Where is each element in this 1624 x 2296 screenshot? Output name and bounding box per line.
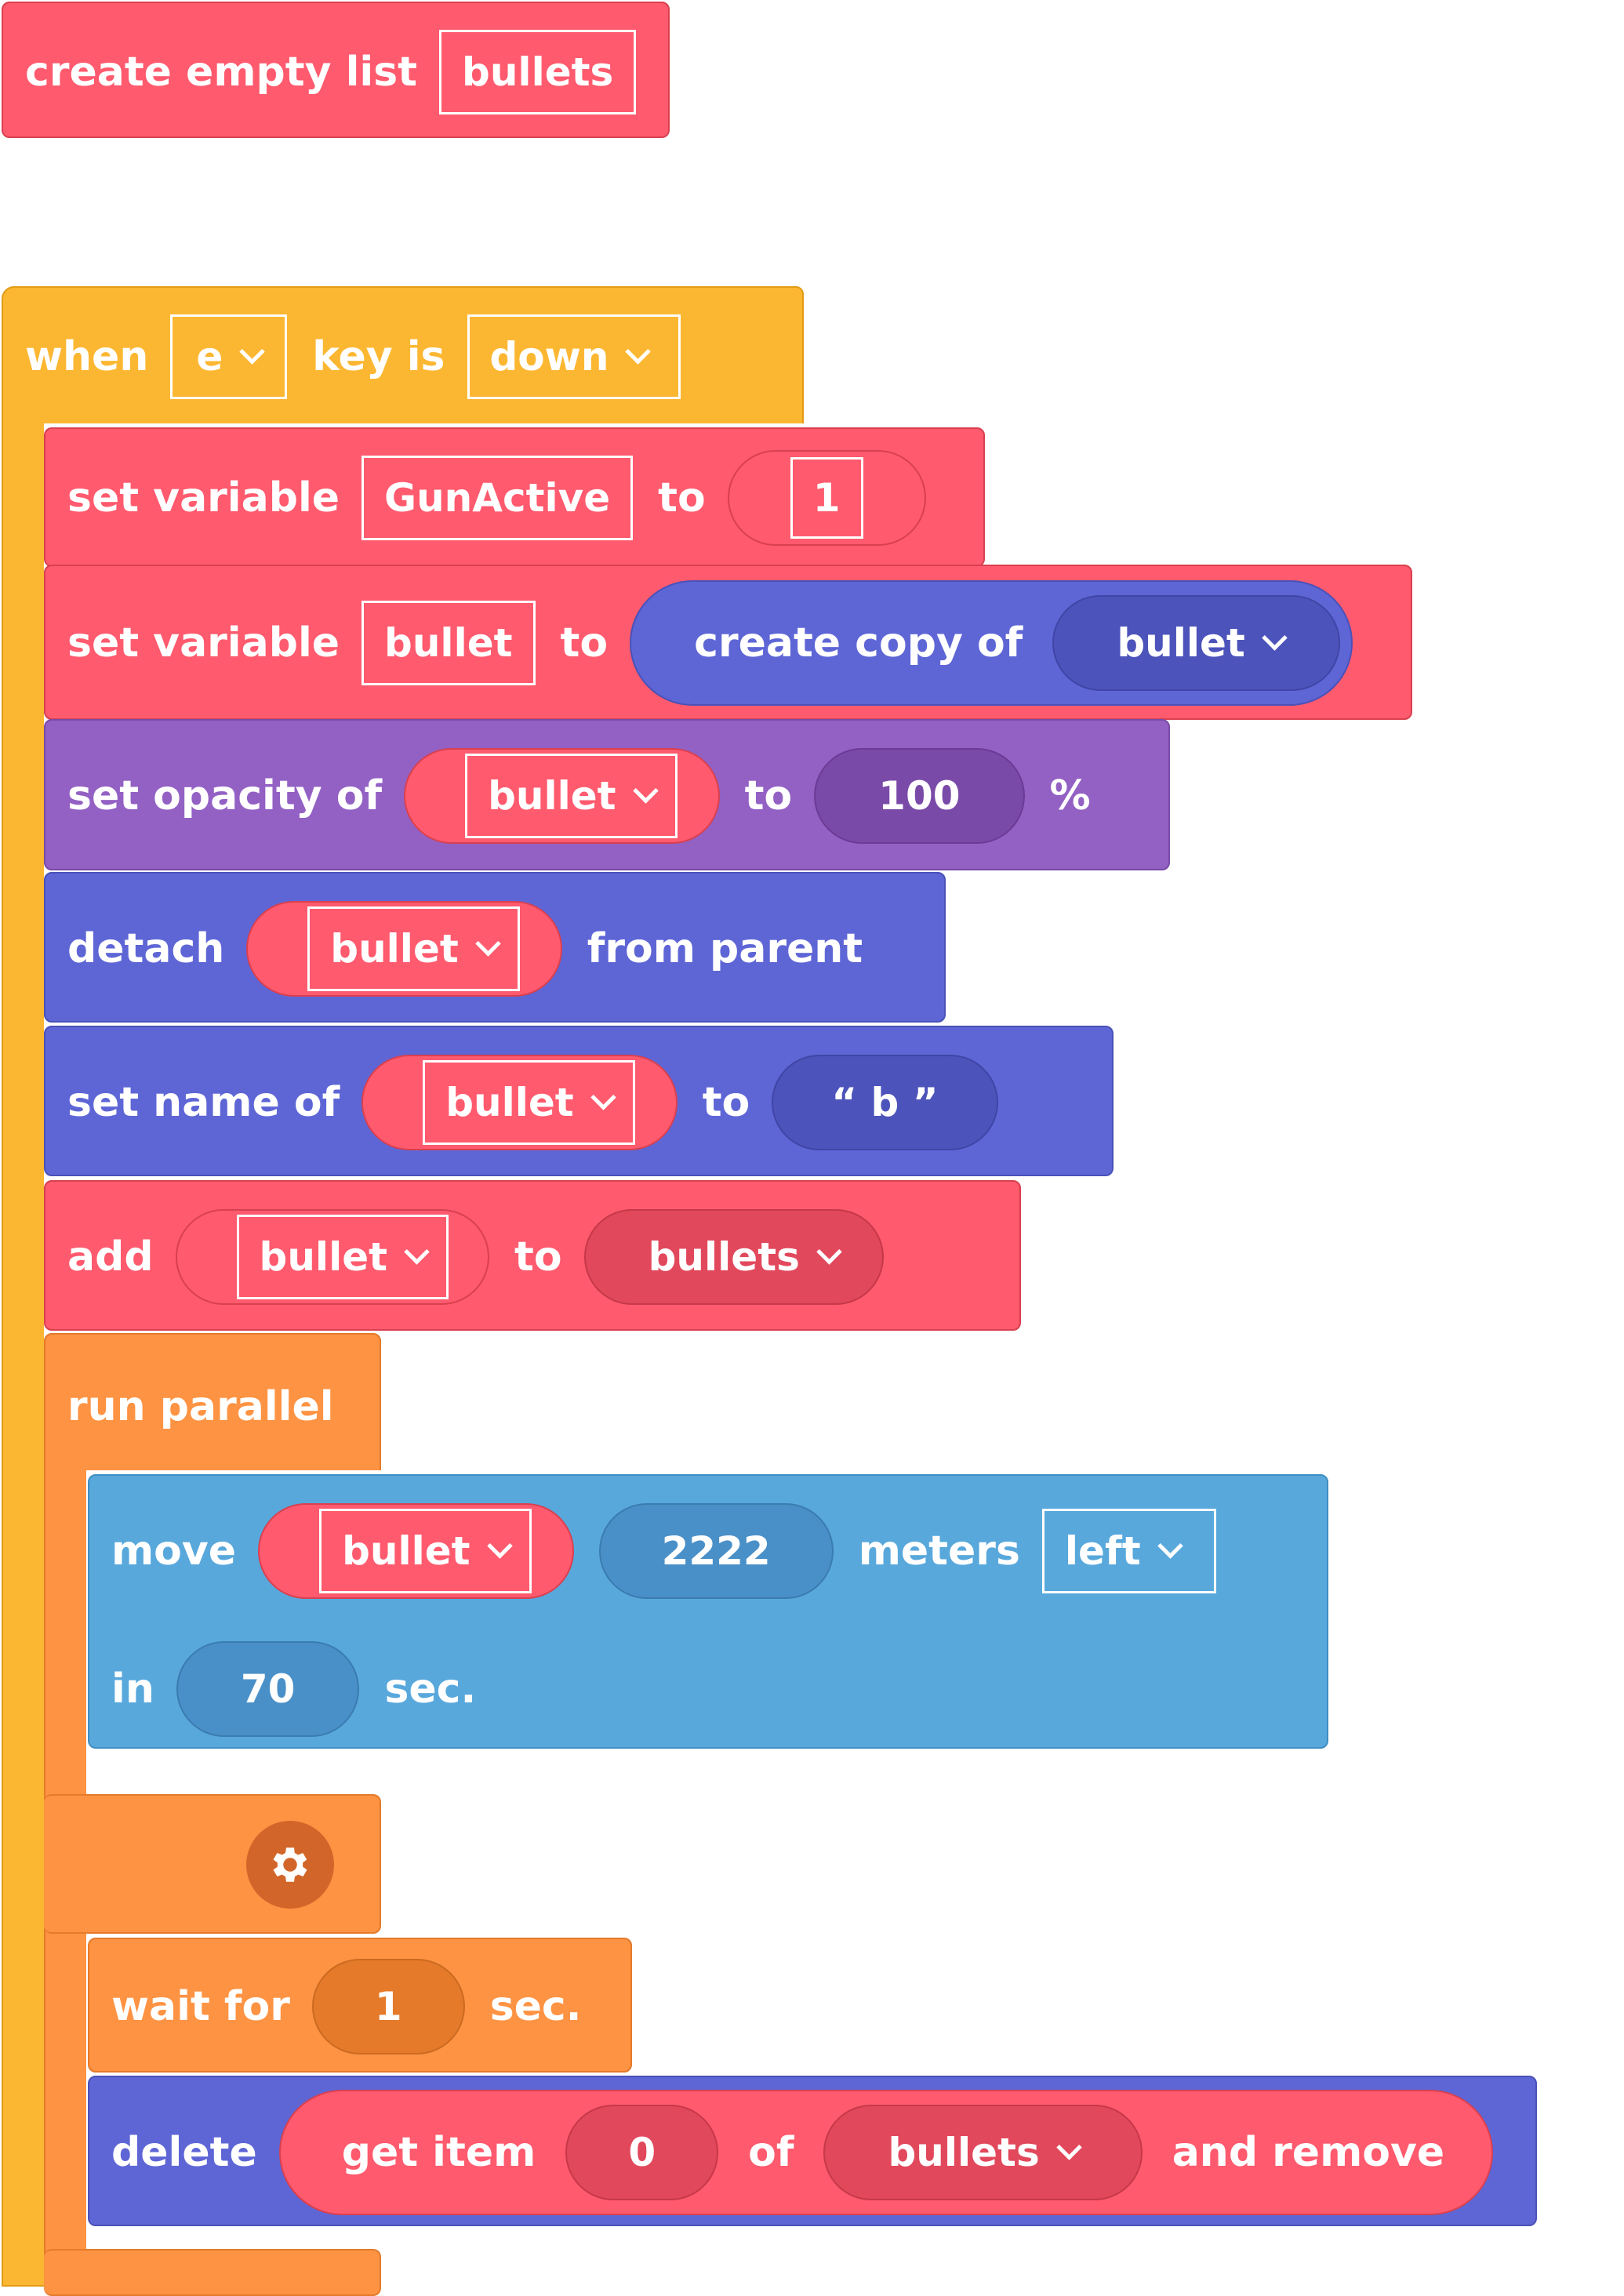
list-value: bullets	[888, 2130, 1040, 2175]
target-value: bullet	[330, 926, 459, 972]
value-field[interactable]: 1	[790, 457, 863, 539]
target-value: bullet	[488, 773, 616, 819]
create-copy-reporter[interactable]: create copy of bullet	[630, 580, 1353, 706]
list-value: bullets	[648, 1234, 800, 1280]
sec-label: sec.	[384, 1666, 477, 1713]
block-label: create empty list	[25, 49, 418, 96]
set-name-block[interactable]: set name of bullet to “ b ”	[44, 1026, 1114, 1176]
target-dropdown[interactable]: bullet	[307, 906, 520, 991]
move-block[interactable]: move bullet 2222 meters left in 70 sec.	[88, 1474, 1328, 1749]
copy-target-value: bullet	[1117, 620, 1245, 666]
copy-target-dropdown[interactable]: bullet	[1052, 595, 1340, 691]
delete-block[interactable]: delete get item 0 of bullets and remove	[88, 2076, 1537, 2226]
chevron-down-icon	[1262, 624, 1288, 651]
chevron-down-icon	[1157, 1532, 1183, 1559]
state-value: down	[489, 334, 609, 380]
add-to-list-block[interactable]: add bullet to bullets	[44, 1180, 1021, 1331]
from-parent-label: from parent	[587, 925, 863, 972]
target-dropdown[interactable]: bullet	[423, 1060, 635, 1145]
block-label: set variable	[67, 474, 340, 521]
list-name-field[interactable]: bullets	[439, 30, 637, 114]
set-opacity-block[interactable]: set opacity of bullet to 100 %	[44, 719, 1170, 870]
target-slot[interactable]: bullet	[258, 1503, 574, 1599]
move-label: move	[111, 1528, 237, 1575]
run-parallel-bottom-arm	[44, 2249, 381, 2296]
get-item-label: get item	[341, 2129, 536, 2176]
wait-label: wait for	[111, 1983, 290, 2030]
create-empty-list-block[interactable]: create empty list bullets	[2, 2, 670, 138]
state-dropdown[interactable]: down	[467, 314, 681, 399]
key-dropdown[interactable]: e	[170, 314, 288, 399]
list-dropdown[interactable]: bullets	[823, 2105, 1143, 2200]
chevron-down-icon	[239, 338, 266, 365]
percent-label: %	[1049, 772, 1091, 819]
sec-label: sec.	[489, 1983, 582, 2030]
chevron-down-icon	[625, 338, 652, 365]
item-dropdown[interactable]: bullet	[236, 1215, 449, 1299]
name-string-field[interactable]: “ b ”	[772, 1055, 998, 1150]
set-variable-gunactive-block[interactable]: set variable GunActive to 1	[44, 427, 985, 567]
target-value: bullet	[342, 1528, 470, 1574]
target-slot[interactable]: bullet	[361, 1055, 678, 1150]
settings-gear-button[interactable]	[246, 1821, 334, 1909]
direction-dropdown[interactable]: left	[1041, 1509, 1216, 1593]
to-label: to	[514, 1233, 562, 1281]
chevron-down-icon	[475, 930, 501, 957]
to-label: to	[744, 772, 793, 819]
target-dropdown[interactable]: bullet	[465, 754, 678, 838]
chevron-down-icon	[590, 1084, 616, 1110]
run-parallel-branch-arm	[44, 1794, 381, 1934]
direction-value: left	[1064, 1528, 1141, 1574]
run-parallel-label: run parallel	[67, 1383, 334, 1430]
unit-label: meters	[858, 1528, 1020, 1575]
key-is-label: key is	[312, 333, 445, 380]
gear-icon	[273, 1847, 307, 1882]
of-label: of	[748, 2129, 794, 2176]
value-slot[interactable]: 1	[727, 450, 926, 546]
item-value: bullet	[259, 1234, 388, 1280]
block-label: detach	[67, 925, 225, 972]
wait-value-field[interactable]: 1	[311, 1959, 465, 2054]
create-copy-label: create copy of	[694, 619, 1023, 667]
get-item-reporter[interactable]: get item 0 of bullets and remove	[278, 2090, 1494, 2215]
chevron-down-icon	[816, 1238, 842, 1265]
chevron-down-icon	[1055, 2134, 1082, 2160]
variable-name-field[interactable]: GunActive	[361, 456, 634, 540]
detach-block[interactable]: detach bullet from parent	[44, 872, 946, 1023]
time-field[interactable]: 70	[176, 1641, 360, 1737]
target-value: bullet	[445, 1080, 574, 1125]
distance-field[interactable]: 2222	[598, 1503, 834, 1599]
chevron-down-icon	[486, 1532, 513, 1559]
set-variable-bullet-block[interactable]: set variable bullet to create copy of bu…	[44, 565, 1412, 720]
and-remove-label: and remove	[1172, 2129, 1445, 2176]
to-label: to	[658, 474, 706, 521]
block-label: add	[67, 1233, 154, 1281]
target-slot[interactable]: bullet	[246, 901, 562, 997]
wait-block[interactable]: wait for 1 sec.	[88, 1938, 632, 2073]
block-label: set name of	[67, 1079, 340, 1126]
opacity-value-field[interactable]: 100	[814, 748, 1025, 844]
key-value: e	[196, 334, 223, 380]
to-label: to	[702, 1079, 750, 1126]
when-label: when	[25, 333, 149, 380]
delete-label: delete	[111, 2129, 257, 2176]
target-dropdown[interactable]: bullet	[319, 1509, 532, 1593]
chevron-down-icon	[632, 777, 659, 804]
in-label: in	[111, 1666, 154, 1713]
target-slot[interactable]: bullet	[404, 748, 720, 844]
list-dropdown[interactable]: bullets	[583, 1209, 884, 1305]
block-label: set variable	[67, 619, 340, 667]
chevron-down-icon	[404, 1238, 430, 1265]
item-slot[interactable]: bullet	[175, 1209, 490, 1305]
index-field[interactable]: 0	[565, 2105, 719, 2200]
to-label: to	[560, 619, 609, 667]
block-label: set opacity of	[67, 772, 383, 819]
variable-name-field[interactable]: bullet	[361, 601, 536, 685]
